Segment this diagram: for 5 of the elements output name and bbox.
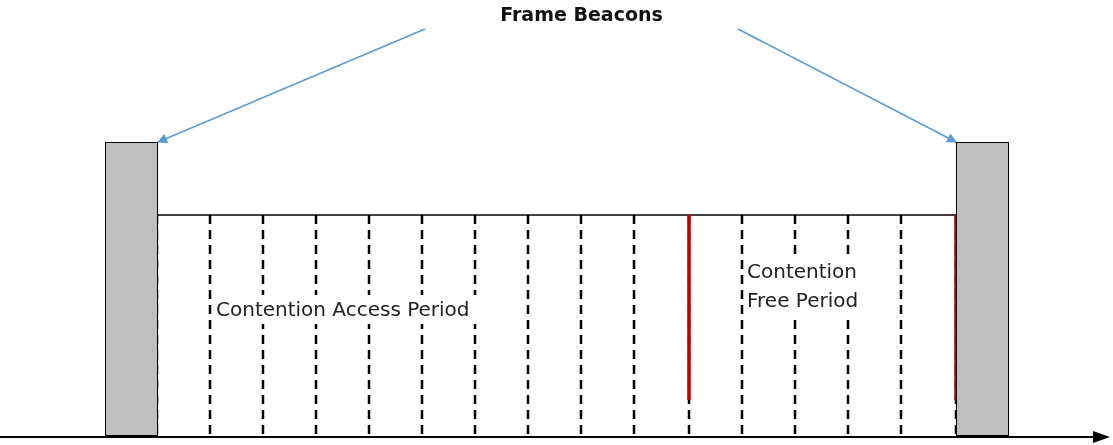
beacon-bar (105, 142, 158, 436)
title-text: Frame Beacons (500, 3, 663, 25)
beacon-bar (956, 142, 1009, 436)
arrow (157, 28, 426, 144)
arrow (737, 28, 957, 143)
